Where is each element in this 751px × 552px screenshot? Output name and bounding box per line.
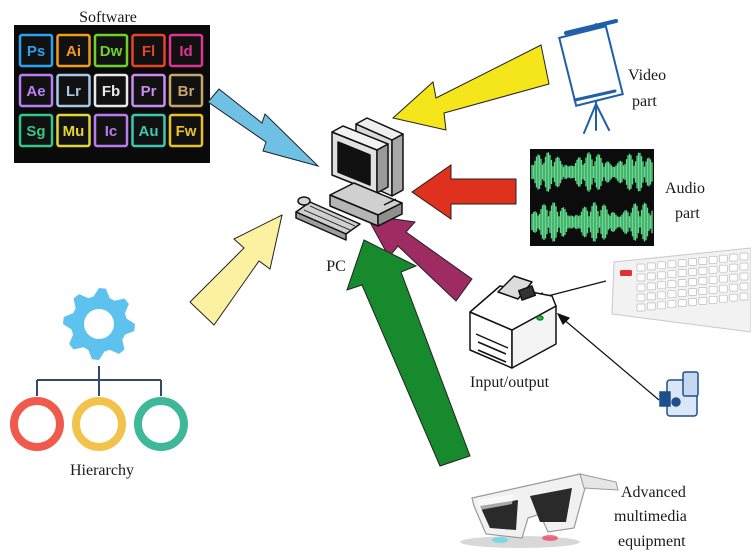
arrow-input-output <box>365 214 473 302</box>
hierarchy-node-center <box>72 397 126 451</box>
software-label: Software <box>79 9 137 26</box>
keyboard-device-icon <box>611 247 751 333</box>
software-tile: Fw <box>168 113 204 148</box>
gear-hole <box>84 309 114 339</box>
projector-screen-icon <box>558 19 624 134</box>
software-tile: Id <box>168 33 204 68</box>
software-tile: Br <box>168 73 204 108</box>
software-tile-label: Ae <box>26 83 45 100</box>
software-tile-label: Lr <box>66 83 81 100</box>
arrow-video <box>391 44 550 131</box>
software-tile: Mu <box>56 113 91 148</box>
hierarchy-icon <box>10 288 188 451</box>
software-tile: Ic <box>93 113 129 148</box>
advanced-label-line3: equipment <box>618 533 686 550</box>
hierarchy-node-left <box>10 397 64 451</box>
hierarchy-connectors <box>36 366 162 396</box>
software-tile-label: Dw <box>100 43 123 60</box>
software-tile-label: Fl <box>142 43 155 60</box>
software-tile-label: Fb <box>102 83 120 100</box>
software-tile-label: Ai <box>66 43 81 60</box>
software-tile-label: Br <box>178 83 195 100</box>
hierarchy-node-right <box>134 397 188 451</box>
3d-glasses-icon <box>460 473 619 548</box>
software-tile: Lr <box>56 73 91 108</box>
software-tile: Sg <box>18 113 54 148</box>
software-tile-label: Mu <box>63 123 85 140</box>
pc-label: PC <box>326 258 346 275</box>
audio-waveform-icon <box>530 149 654 246</box>
input-output-label: Input/output <box>470 374 550 391</box>
software-tile: Fl <box>131 33 166 68</box>
printer-icon <box>469 275 557 369</box>
advanced-label-line1: Advanced <box>621 484 686 501</box>
software-tile-label: Sg <box>26 123 45 140</box>
arrow-audio <box>411 164 517 220</box>
software-tile: Fb <box>93 73 129 108</box>
software-tile: Dw <box>93 33 129 68</box>
software-tile: Ai <box>56 33 91 68</box>
video-label-line2: part <box>632 93 657 110</box>
arrow-software <box>207 88 320 167</box>
software-tile-label: Id <box>179 43 192 60</box>
software-tile: Pr <box>131 73 166 108</box>
hierarchy-label: Hierarchy <box>70 462 134 479</box>
arrows <box>189 44 550 467</box>
software-tile: Ae <box>18 73 54 108</box>
software-tile-label: Pr <box>141 83 157 100</box>
software-tile: Au <box>131 113 166 148</box>
pc-icon <box>295 117 404 241</box>
software-tile-label: Fw <box>176 123 197 140</box>
video-label-line1: Video <box>628 67 666 84</box>
arrow-hierarchy <box>189 214 283 326</box>
advanced-label-line2: multimedia <box>614 508 687 525</box>
software-tile-label: Ic <box>105 123 118 140</box>
software-tile-label: Au <box>139 123 159 140</box>
camcorder-icon <box>659 371 699 417</box>
audio-label-line1: Audio <box>665 180 705 197</box>
software-tile: Ps <box>18 33 54 68</box>
arrow-advanced <box>346 239 471 467</box>
audio-label-line2: part <box>675 205 700 222</box>
software-tile-label: Ps <box>27 43 45 60</box>
